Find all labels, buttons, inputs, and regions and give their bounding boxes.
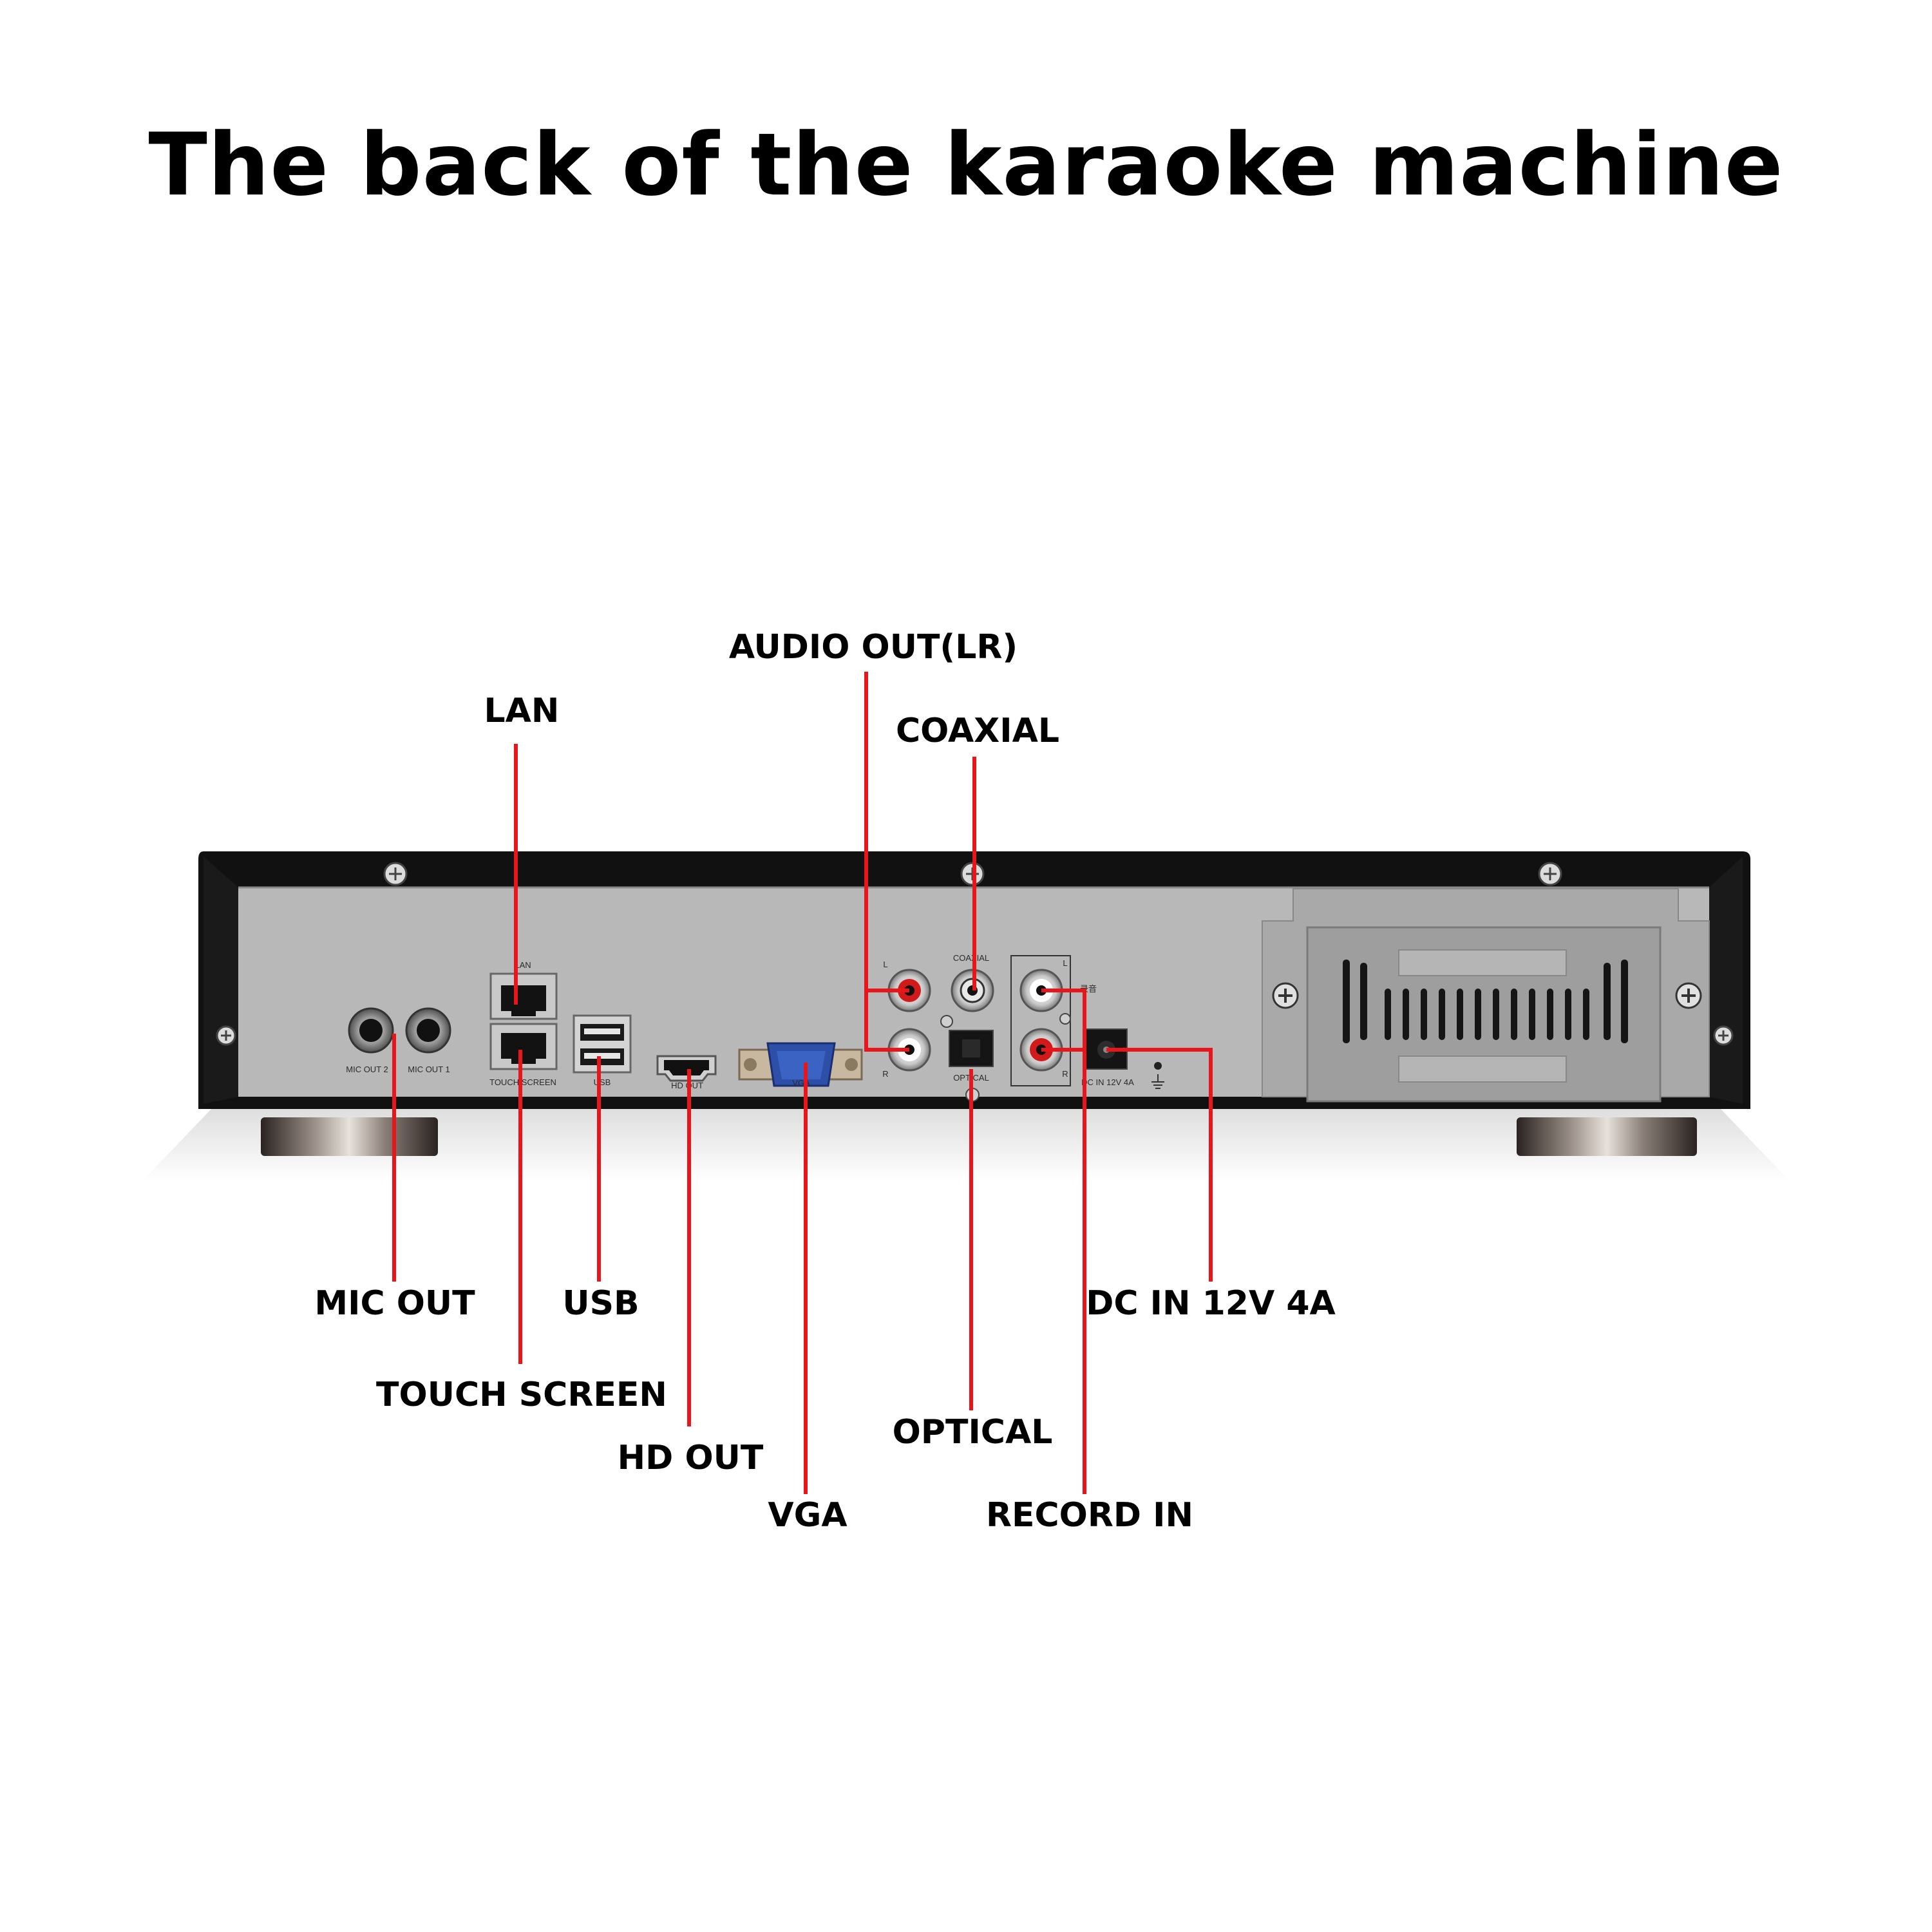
leader-lines xyxy=(392,672,1213,1494)
callout-touch-screen: TOUCH SCREEN xyxy=(376,1376,667,1414)
panel-label-mic-out-2: MIC OUT 2 xyxy=(346,1065,388,1074)
leader-dc-in xyxy=(1106,1048,1213,1282)
vent-plate xyxy=(1262,888,1710,1103)
callout-dc-in: DC IN 12V 4A xyxy=(1086,1284,1336,1323)
page-title: The back of the karaoke machine xyxy=(148,115,1783,215)
panel-label-usb: USB xyxy=(594,1077,611,1087)
screw-icon xyxy=(1713,1025,1734,1046)
callout-vga: VGA xyxy=(768,1496,847,1535)
touch-screen-port xyxy=(489,1023,558,1070)
vga-port xyxy=(738,1042,863,1087)
callout-mic-out: MIC OUT xyxy=(314,1284,475,1323)
panel-label-record-l: L xyxy=(1063,958,1067,968)
hd-out-port xyxy=(656,1055,717,1082)
leader-record-in xyxy=(1041,989,1086,1494)
screw-icon xyxy=(1538,862,1562,886)
screw-icon xyxy=(216,1025,236,1046)
panel-label-coaxial: COAXIAL xyxy=(953,953,989,963)
left-foot xyxy=(261,1117,438,1156)
ground-symbol-icon xyxy=(1151,1062,1164,1089)
panel-label-audio-r: R xyxy=(882,1069,888,1079)
callout-optical: OPTICAL xyxy=(893,1413,1053,1452)
usb-ports xyxy=(573,1014,632,1074)
vent-grille-icon xyxy=(1343,960,1628,1043)
floor-shadow xyxy=(142,1108,1790,1182)
screw-icon xyxy=(1272,982,1299,1009)
panel-label-audio-l: L xyxy=(883,960,887,969)
screw-icon xyxy=(383,862,408,886)
panel-label-touch-screen: TOUCH SCREEN xyxy=(489,1077,556,1087)
panel-label-dc-in: DC IN 12V 4A xyxy=(1081,1077,1134,1087)
right-foot xyxy=(1517,1117,1697,1156)
callout-audio-out: AUDIO OUT(LR) xyxy=(729,628,1018,667)
panel-label-lan: LAN xyxy=(515,960,531,970)
callout-record-in: RECORD IN xyxy=(986,1496,1193,1535)
leader-audio-out-r xyxy=(864,990,909,1052)
mic-out-2-jack xyxy=(348,1007,394,1054)
panel-label-record-r: R xyxy=(1062,1069,1068,1079)
callout-usb: USB xyxy=(562,1284,639,1323)
screw-icon xyxy=(1675,982,1702,1009)
mic-out-1-jack xyxy=(405,1007,451,1054)
callout-hd-out: HD OUT xyxy=(618,1439,764,1477)
panel-label-mic-out-1: MIC OUT 1 xyxy=(408,1065,450,1074)
callout-coaxial: COAXIAL xyxy=(896,712,1059,750)
callout-lan: LAN xyxy=(484,692,560,730)
lan-port xyxy=(489,972,558,1020)
